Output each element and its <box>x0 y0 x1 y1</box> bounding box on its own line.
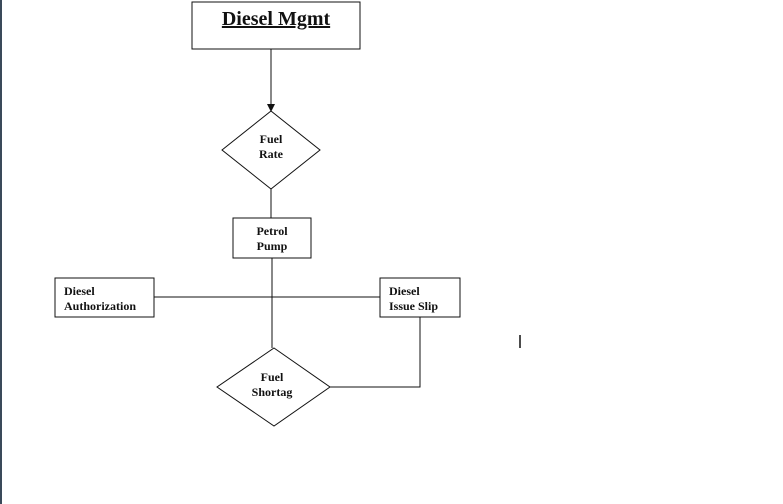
diesel-issue-slip-label: Diesel Issue Slip <box>389 284 439 313</box>
petrol-pump-label: Petrol Pump <box>256 224 288 253</box>
diesel-issue-slip-box <box>379 277 461 318</box>
diesel-authorization-label: Diesel Authorization <box>64 284 136 313</box>
fuel-shortage-diamond <box>216 347 331 427</box>
diagram-title: Diesel Mgmt <box>221 8 331 30</box>
fuel-shortage-label: Fuel Shortag <box>251 370 293 399</box>
fuel-rate-label: Fuel Rate <box>259 132 283 161</box>
title-box <box>191 1 361 50</box>
connector-issue-slip-to-fuel-shortage <box>330 317 421 388</box>
window-edge <box>0 0 2 504</box>
diesel-authorization-box <box>54 277 155 318</box>
